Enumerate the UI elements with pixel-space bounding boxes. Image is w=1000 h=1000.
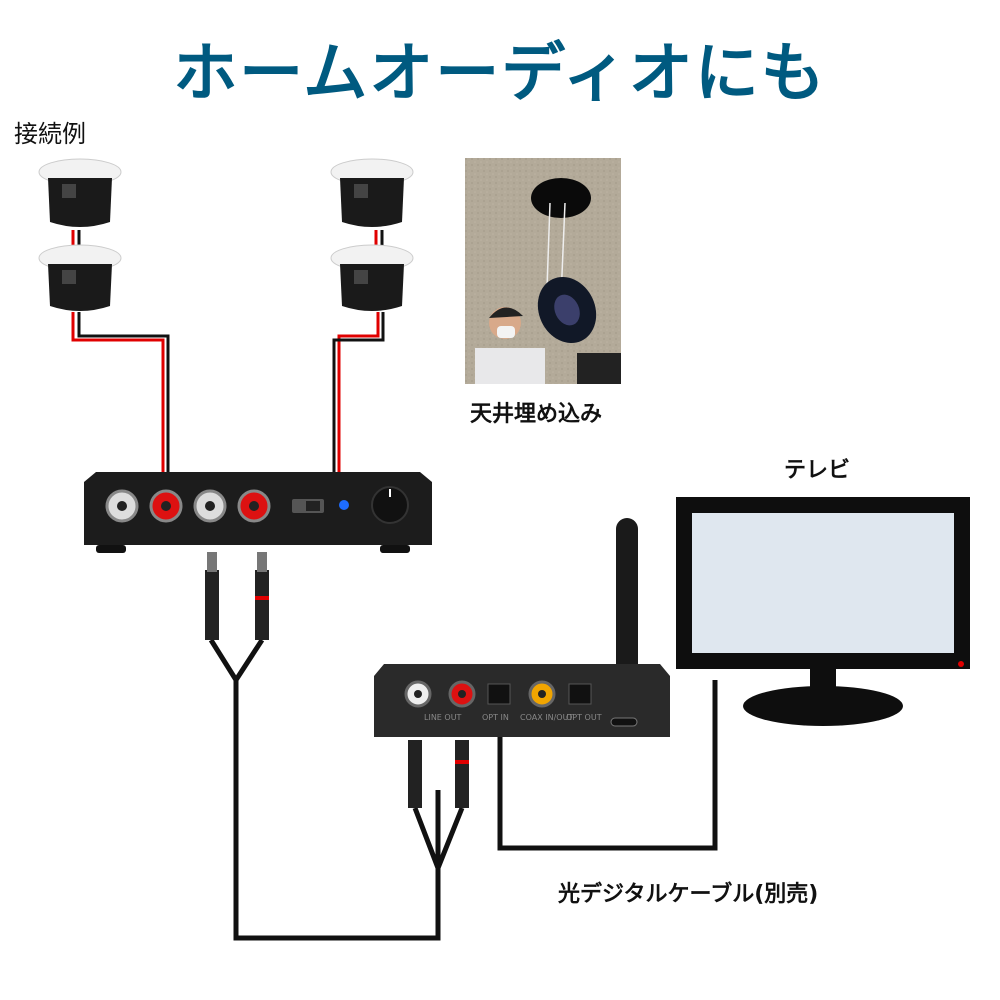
optical-cable [497,680,718,851]
port-label-line-out: LINE OUT [424,713,462,722]
port-label-opt-in: OPT IN [482,713,509,722]
page-title: ホームオーディオにも [173,37,827,111]
speaker-wires [71,230,385,472]
speaker-top-left [38,158,122,227]
speaker-mid-right [330,244,414,311]
bluetooth-receiver: LINE OUT OPT IN COAX IN/OUT OPT OUT [374,518,670,737]
television [676,497,970,726]
tv-label: テレビ [784,458,851,483]
rca-cable [205,552,469,941]
port-label-coax: COAX IN/OUT [520,713,573,722]
speaker-mid-left [38,244,122,311]
connection-example-label: 接続例 [14,120,86,148]
speaker-top-right [330,158,414,227]
ceiling-install-photo [465,158,621,384]
port-label-opt-out: OPT OUT [566,713,602,722]
amplifier [84,472,432,553]
optical-cable-label: 光デジタルケーブル(別売) [558,882,819,907]
ceiling-mount-label: 天井埋め込み [470,402,603,427]
